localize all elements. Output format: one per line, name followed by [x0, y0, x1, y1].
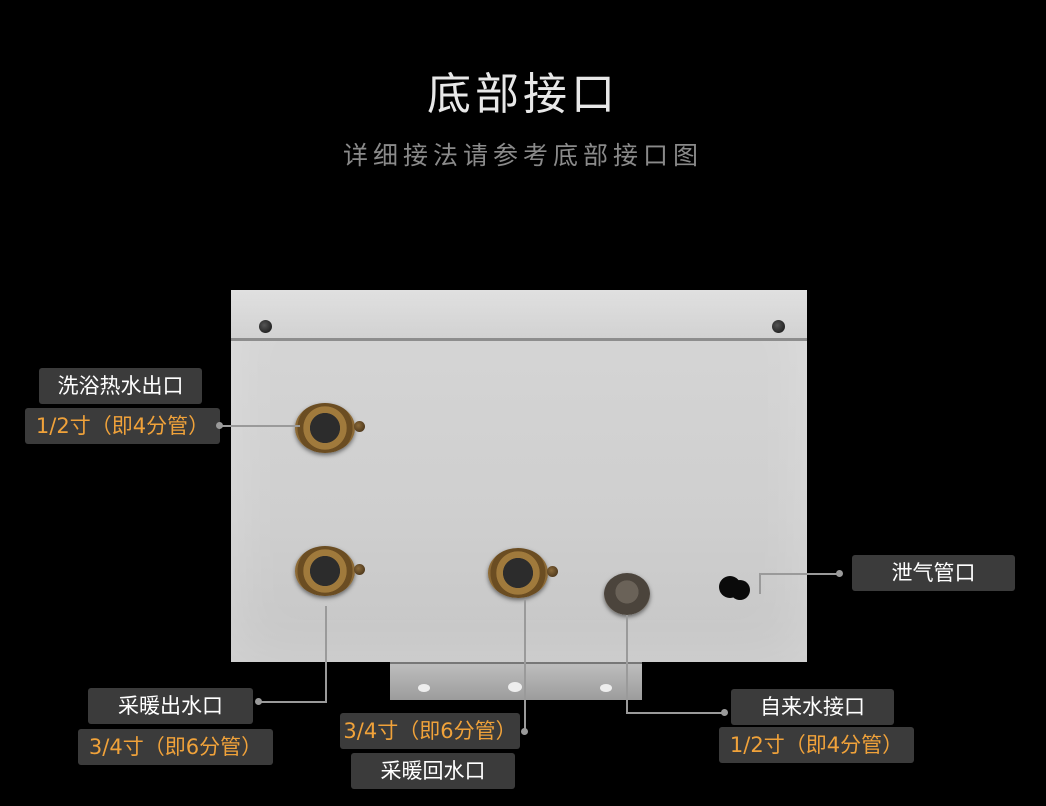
heating-outlet-nub — [354, 564, 365, 575]
heating-return-nub — [547, 566, 558, 577]
relief-vent-hole-2 — [730, 580, 750, 600]
heating-outlet-name-label: 采暖出水口 — [88, 688, 253, 724]
hot-water-outlet-spec-label: 1/2寸（即4分管） — [25, 408, 220, 444]
tap-water-inlet-dot — [721, 709, 728, 716]
relief-vent-leader-horizontal — [759, 573, 839, 575]
heating-outlet-fitting — [295, 546, 355, 596]
heating-return-name-label: 采暖回水口 — [351, 753, 515, 789]
heating-return-dot — [521, 728, 528, 735]
left-screw — [259, 320, 272, 333]
relief-vent-name-label: 泄气管口 — [852, 555, 1015, 591]
tap-water-inlet-spec-label: 1/2寸（即4分管） — [719, 727, 914, 763]
page-title: 底部接口 — [427, 69, 619, 120]
heating-outlet-leader-horizontal — [258, 701, 327, 703]
heater-bottom-panel — [231, 290, 807, 662]
page-subtitle: 详细接法请参考底部接口图 — [342, 141, 703, 170]
heating-return-fitting — [488, 548, 548, 598]
heating-outlet-spec-label: 3/4寸（即6分管） — [78, 729, 273, 765]
heating-return-leader-line — [524, 600, 526, 730]
right-screw — [772, 320, 785, 333]
bracket-hole-right — [600, 684, 612, 692]
bracket-hole-left — [418, 684, 430, 692]
hot-water-outlet-nub — [354, 421, 365, 432]
relief-vent-dot — [836, 570, 843, 577]
mounting-bracket — [390, 662, 642, 700]
tap-water-inlet-fitting — [604, 573, 650, 615]
heating-return-spec-label: 3/4寸（即6分管） — [340, 713, 520, 749]
panel-top-strip — [231, 290, 807, 341]
relief-vent-leader-vertical — [759, 574, 761, 594]
hot-water-outlet-name-label: 洗浴热水出口 — [39, 368, 202, 404]
bracket-hole-center — [508, 682, 522, 692]
hot-water-outlet-dot — [216, 422, 223, 429]
heating-outlet-dot — [255, 698, 262, 705]
tap-water-inlet-leader-vertical — [626, 615, 628, 713]
hot-water-outlet-fitting — [295, 403, 355, 453]
heating-outlet-leader-vertical — [325, 606, 327, 702]
tap-water-inlet-leader-horizontal — [626, 712, 724, 714]
tap-water-inlet-name-label: 自来水接口 — [731, 689, 894, 725]
hot-water-outlet-leader-line — [220, 425, 300, 427]
